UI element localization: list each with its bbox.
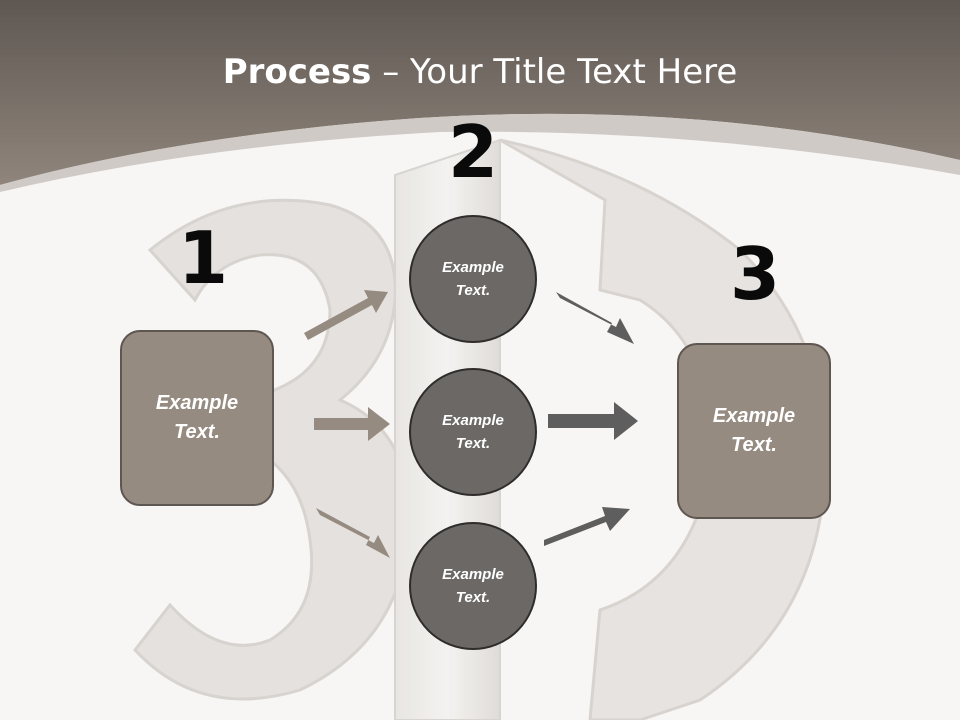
title-bold-part: Process bbox=[222, 52, 372, 92]
step2-circle-top-text: Example Text. bbox=[442, 259, 504, 299]
arrow-step1-to-top bbox=[304, 290, 388, 340]
arrow-top-to-step3 bbox=[556, 292, 634, 344]
step1-box: Example Text. bbox=[120, 330, 274, 506]
step1-box-text: Example Text. bbox=[155, 392, 239, 443]
slide-title: Process – Your Title Text Here bbox=[0, 52, 960, 92]
arrow-bottom-to-step3 bbox=[544, 507, 630, 546]
step2-circle-middle: Example Text. bbox=[409, 368, 537, 496]
step3-box-text: Example Text. bbox=[712, 405, 796, 456]
header-swoosh bbox=[0, 113, 960, 192]
arrow-middle-to-step3 bbox=[548, 402, 638, 440]
arrow-step1-to-bottom bbox=[316, 508, 390, 558]
step-number-2: 2 bbox=[448, 110, 499, 194]
arrows bbox=[304, 290, 638, 558]
step2-circle-middle-text: Example Text. bbox=[442, 412, 504, 452]
title-rest-part: – Your Title Text Here bbox=[371, 52, 738, 92]
step2-circle-top: Example Text. bbox=[409, 215, 537, 343]
step3-box: Example Text. bbox=[677, 343, 831, 519]
step2-circle-bottom-text: Example Text. bbox=[442, 566, 504, 606]
step2-circle-bottom: Example Text. bbox=[409, 522, 537, 650]
step-number-1: 1 bbox=[178, 216, 229, 300]
step-number-3: 3 bbox=[730, 232, 781, 316]
header-band bbox=[0, 0, 960, 185]
arrow-step1-to-middle bbox=[314, 407, 390, 441]
